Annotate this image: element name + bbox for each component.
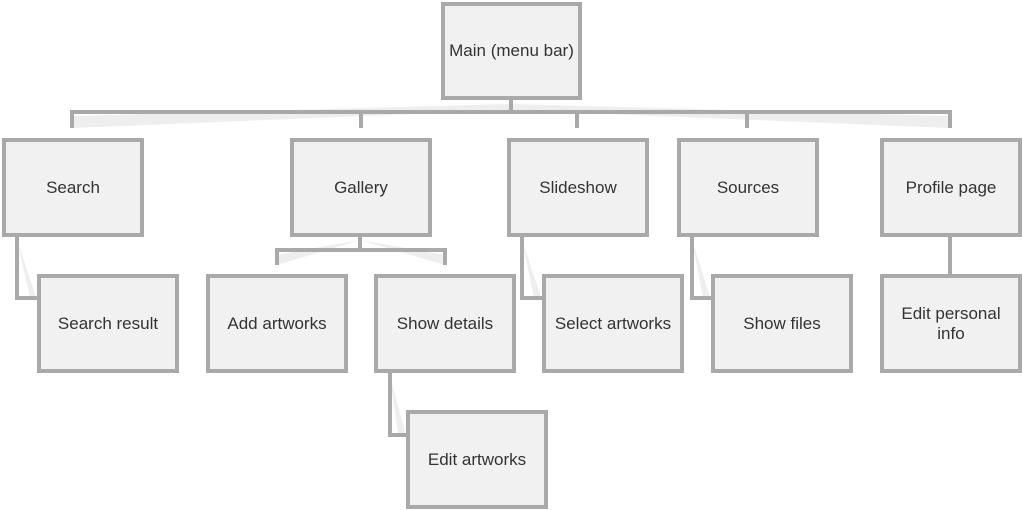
node-sources: Sources	[677, 138, 819, 237]
node-add-artworks: Add artworks	[206, 274, 348, 373]
node-select-artworks: Select artworks	[542, 274, 684, 373]
node-show-details: Show details	[374, 274, 516, 373]
node-edit-artworks: Edit artworks	[406, 410, 548, 509]
node-search: Search	[2, 138, 144, 237]
node-edit-personal-info: Edit personal info	[880, 274, 1022, 373]
node-search-result: Search result	[37, 274, 179, 373]
connector-lines	[15, 100, 952, 437]
node-profile: Profile page	[880, 138, 1022, 237]
node-show-files: Show files	[711, 274, 853, 373]
node-slideshow: Slideshow	[507, 138, 649, 237]
node-gallery: Gallery	[290, 138, 432, 237]
node-main: Main (menu bar)	[441, 2, 582, 100]
